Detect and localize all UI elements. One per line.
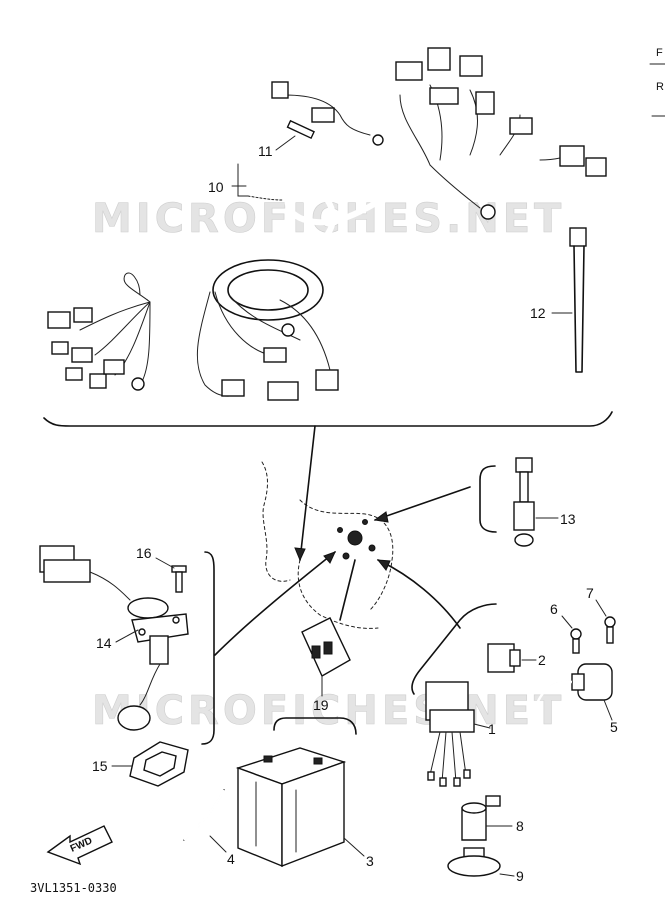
- screw-16: [171, 565, 187, 593]
- harness-bracket: [43, 411, 613, 427]
- callout-9: 9: [516, 868, 524, 884]
- plug-seal: [447, 847, 501, 877]
- screw-6: [570, 628, 582, 654]
- header-letter-f: F: [656, 47, 663, 59]
- callout-10: 10: [208, 179, 224, 195]
- wire-harness: [47, 47, 607, 401]
- plug-cap: [461, 795, 501, 841]
- battery-plate: [301, 617, 351, 677]
- callout-14: 14: [96, 635, 112, 651]
- rectifier-1: [425, 681, 475, 787]
- callout-8: 8: [516, 818, 524, 834]
- battery: [235, 747, 347, 868]
- cable-tie: [551, 227, 587, 373]
- callout-3: 3: [366, 853, 374, 869]
- screw-7: [604, 616, 616, 644]
- drawing-code: 3VL1351-0330: [30, 881, 117, 895]
- fuse: [286, 119, 315, 140]
- callout-1: 1: [488, 721, 496, 737]
- relay-2: [487, 643, 521, 673]
- frame-outline: [261, 461, 394, 629]
- arrow-harness: [299, 425, 316, 561]
- callout-2: 2: [538, 652, 546, 668]
- callout-6: 6: [550, 601, 558, 617]
- callout-13: 13: [560, 511, 576, 527]
- header-fragment: F R: [649, 47, 665, 117]
- header-letter-r: R: [656, 81, 664, 93]
- callout-7: 7: [586, 585, 594, 601]
- callout-12: 12: [530, 305, 546, 321]
- callout-19: 19: [313, 697, 329, 713]
- callout-15: 15: [92, 758, 108, 774]
- callout-4: 4: [227, 851, 235, 867]
- callout-16: 16: [136, 545, 152, 561]
- gasket: [129, 741, 189, 787]
- ignition-coil: [489, 663, 613, 804]
- fwd-direction-arrow: FWD: [46, 825, 113, 866]
- neutral-switch: [513, 457, 535, 547]
- fuel-sender-unit: [39, 545, 189, 731]
- callout-11: 11: [258, 143, 273, 159]
- callout-5: 5: [610, 719, 618, 735]
